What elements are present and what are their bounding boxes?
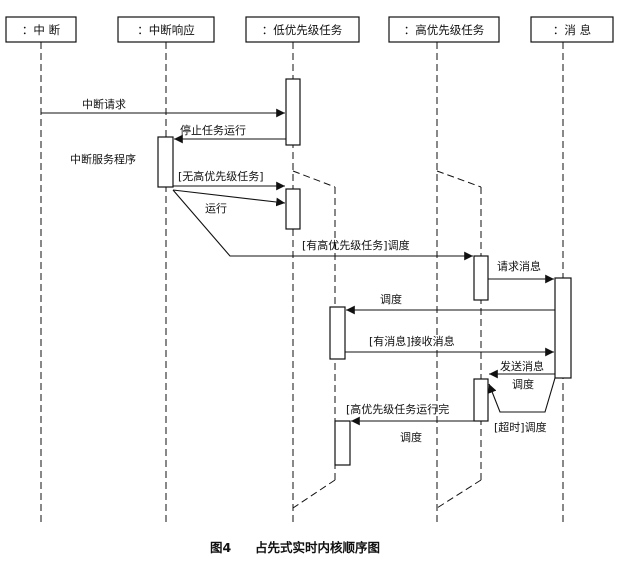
object-high-priority-task: ：高优先级任务 (388, 16, 500, 43)
activation-interrupt-response (157, 136, 174, 188)
label-run: 运行 (205, 202, 227, 215)
object-label: ：低优先级任务 (262, 23, 343, 37)
label-isr: 中断服务程序 (70, 152, 136, 166)
label-high-task-schedule: [有高优先级任务]调度 (302, 238, 410, 252)
label-schedule-2: 调度 (512, 377, 534, 391)
activation-high-task-2 (473, 378, 489, 422)
object-label: ：中 断 (22, 23, 61, 37)
label-high-task-done: [高优先级任务运行完 (346, 402, 449, 416)
object-label: ：高优先级任务 (404, 23, 485, 37)
msg-run (172, 189, 286, 207)
object-interrupt: ：中 断 (5, 16, 77, 43)
label-schedule-1: 调度 (380, 292, 402, 306)
high-task-region-border (436, 170, 482, 188)
activation-low-task-2 (285, 188, 301, 230)
msg-schedule-2 (488, 377, 556, 413)
activation-low-task-1 (285, 78, 301, 146)
label-schedule-3: 调度 (400, 430, 422, 444)
label-receive-message: [有消息]接收消息 (369, 334, 455, 348)
figure-number: 图4 (210, 540, 232, 555)
figure-title: 占先式实时内核顺序图 (255, 540, 380, 555)
object-message: ：消 息 (530, 16, 614, 43)
object-interrupt-response: ：中断响应 (117, 16, 215, 43)
high-task-region-border (436, 479, 482, 509)
label-timeout-schedule: [超时]调度 (494, 420, 547, 434)
label-stop-task: 停止任务运行 (180, 123, 246, 137)
object-label: ：消 息 (553, 23, 591, 37)
object-label: ：中断响应 (137, 23, 195, 37)
activation-high-task-1 (473, 255, 489, 301)
low-task-region-border (292, 479, 336, 509)
msg-high-task-schedule (172, 189, 473, 261)
label-send-message: 发送消息 (500, 359, 544, 373)
label-request-message: 请求消息 (497, 259, 541, 273)
label-interrupt-request: 中断请求 (82, 97, 126, 111)
activation-message (554, 277, 572, 379)
activation-low-task-3 (329, 306, 346, 360)
low-task-region-border (292, 170, 336, 188)
object-low-priority-task: ：低优先级任务 (245, 16, 360, 43)
activation-low-task-4 (334, 420, 351, 466)
label-no-high-task: [无高优先级任务] (178, 169, 264, 183)
